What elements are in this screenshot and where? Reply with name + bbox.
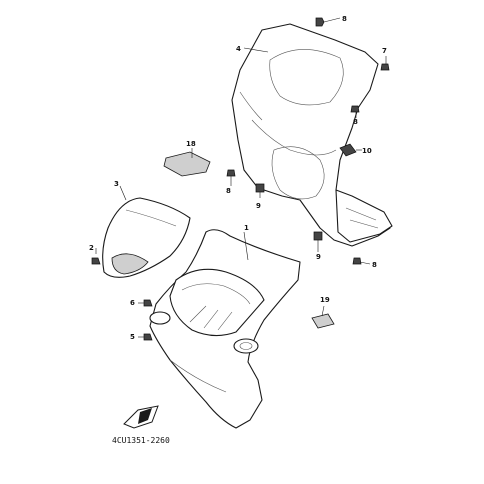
screw-5	[143, 333, 153, 341]
rubber-piece-19-part	[311, 313, 335, 329]
callout-18: 18	[186, 140, 196, 148]
grommet-10-part	[339, 143, 357, 157]
leader-lines	[95, 17, 387, 338]
screw-2	[91, 257, 101, 265]
callout-4: 4	[236, 45, 241, 53]
screw-8d	[352, 257, 362, 265]
fasteners	[91, 17, 390, 341]
inner-leg-shield-part	[231, 23, 393, 247]
callout-2: 2	[89, 244, 94, 252]
callout-6: 6	[130, 299, 135, 307]
callout-3: 3	[114, 180, 119, 188]
callout-1: 1	[244, 224, 249, 232]
callout-8: 8	[372, 261, 377, 269]
diagram-code: 4CU1351-2260	[112, 436, 170, 445]
front-leg-shield-part	[149, 229, 301, 429]
callout-8: 8	[226, 187, 231, 195]
screw-6	[143, 299, 153, 307]
callout-9: 9	[256, 202, 261, 210]
front-arrow-icon	[123, 405, 159, 429]
callout-10: 10	[362, 147, 372, 155]
callout-7: 7	[382, 47, 387, 55]
callout-labels: 8 4 7 8 10 18 8 9 3 1 2 9 8 6 19 5	[89, 15, 387, 341]
callout-8: 8	[342, 15, 347, 23]
screw-8a	[315, 17, 325, 27]
callout-8: 8	[353, 118, 358, 126]
screw-8b	[350, 105, 360, 113]
callout-19: 19	[320, 296, 330, 304]
bracket-18-part	[163, 151, 211, 177]
screw-8c	[226, 169, 236, 177]
nut-9b	[313, 231, 323, 241]
callout-9: 9	[316, 253, 321, 261]
upper-cover-part	[102, 197, 191, 278]
screw-7	[380, 63, 390, 71]
nut-9a	[255, 183, 265, 193]
callout-5: 5	[130, 333, 135, 341]
